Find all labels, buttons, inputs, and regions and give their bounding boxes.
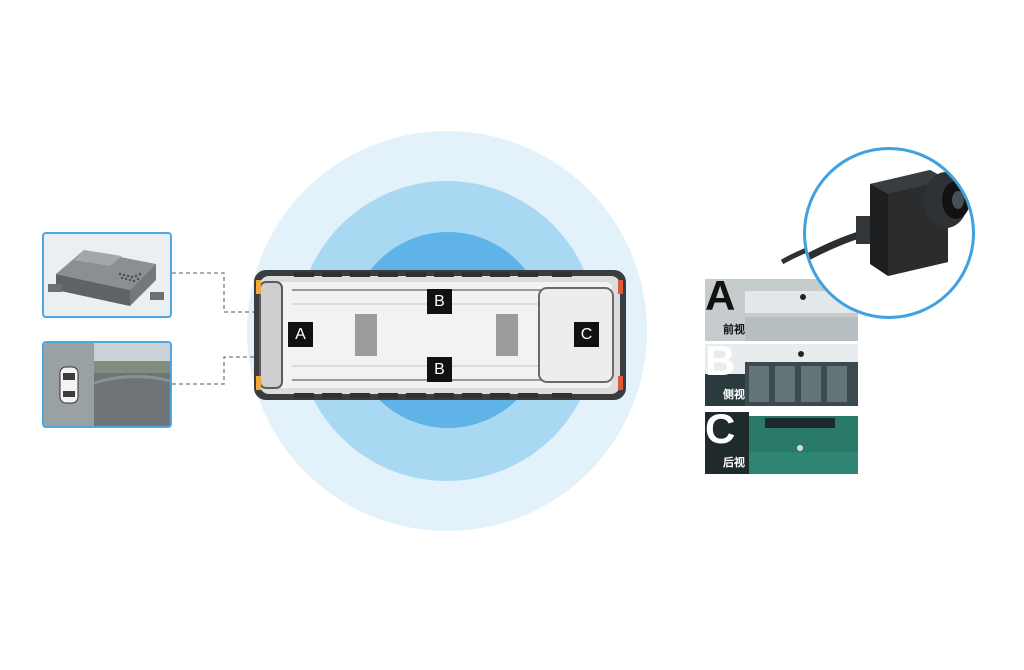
photo-rear-caption: 后视: [723, 457, 745, 469]
camera-marker-side-bottom: B: [427, 357, 452, 382]
photo-rear-letter: C: [705, 412, 736, 452]
camera-marker-front: A: [288, 322, 313, 347]
camera-marker-rear: C: [574, 322, 599, 347]
photo-side-view: B 侧视: [705, 344, 858, 406]
photo-rear-image: [705, 412, 858, 474]
photo-front-letter: A: [705, 279, 736, 319]
surround-view-thumbnail: [42, 341, 172, 428]
surround-view-screen-icon: [44, 343, 170, 426]
dvr-box-icon: [48, 250, 164, 306]
connector-dvr: [172, 272, 282, 313]
photo-side-image: [705, 344, 858, 406]
photo-side-caption: 侧视: [723, 389, 745, 401]
photo-rear-view: C 后视: [705, 412, 858, 474]
connector-view: [172, 356, 282, 385]
camera-zoom-circle: [803, 147, 975, 319]
camera-module-icon: [806, 170, 970, 276]
photo-side-letter: B: [705, 344, 736, 384]
photo-front-caption: 前视: [723, 324, 745, 336]
dvr-thumbnail: [42, 232, 172, 318]
camera-marker-side-top: B: [427, 289, 452, 314]
